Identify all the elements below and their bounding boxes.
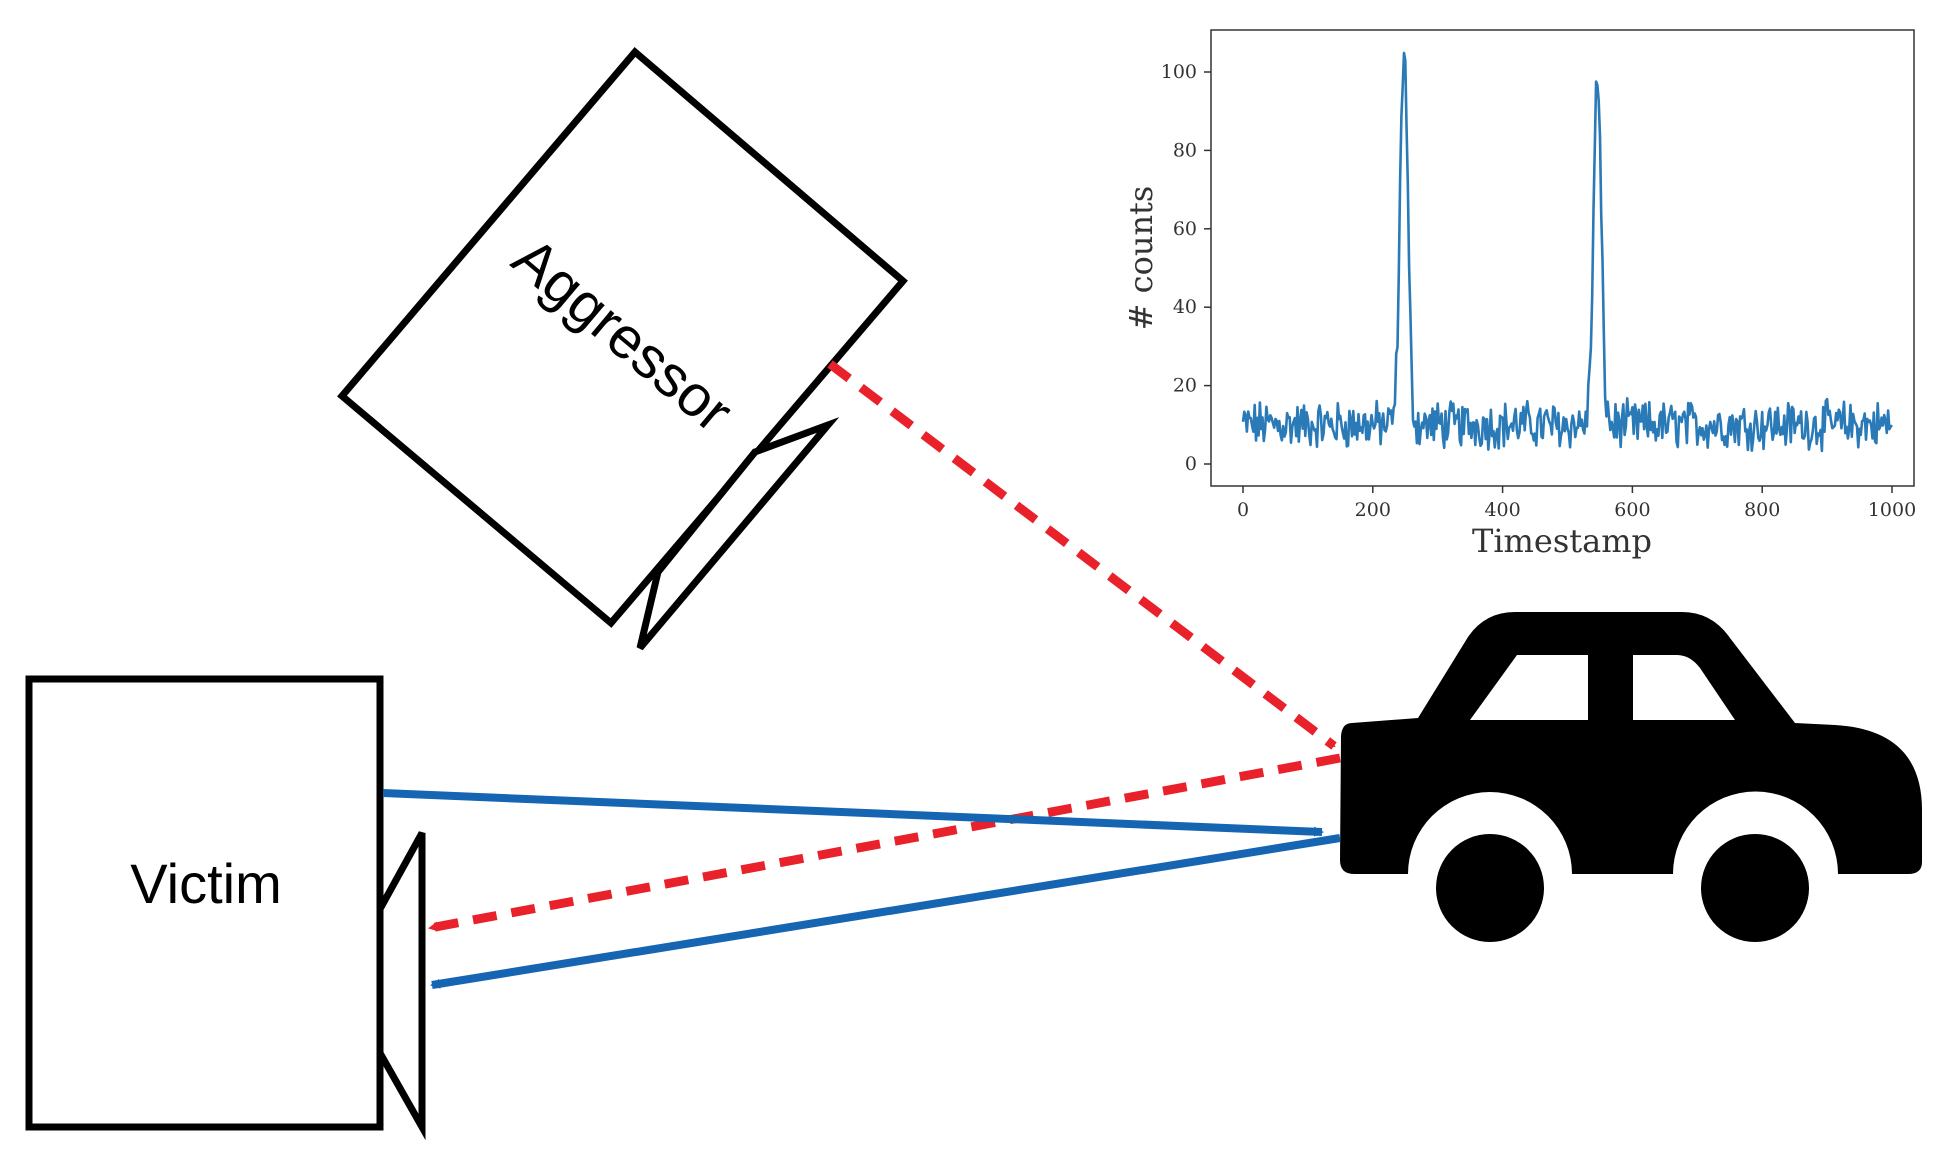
- chart-x-tick-label: 800: [1744, 499, 1780, 521]
- chart-x-ticks: 0 200 400 600 800 1000: [1237, 486, 1916, 521]
- car-window-front: [1633, 655, 1735, 720]
- car-icon: [1340, 612, 1922, 942]
- victim-label: Victim: [130, 852, 281, 915]
- chart-x-tick-label: 200: [1355, 499, 1391, 521]
- aggressor-device: Aggressor: [337, 47, 908, 651]
- victim-emit-ray: [382, 789, 1324, 837]
- car-window-rear: [1470, 655, 1588, 720]
- victim-device: Victim: [25, 675, 426, 1141]
- chart-series-line: [1241, 51, 1893, 453]
- car-wheel-front: [1701, 834, 1809, 942]
- chart-frame: [1210, 29, 1915, 487]
- car-body: [1340, 612, 1922, 874]
- chart-x-tick-label: 400: [1484, 499, 1520, 521]
- aggressor-lens: [636, 417, 840, 651]
- chart-y-tick-label: 60: [1173, 218, 1197, 240]
- chart-y-tick-label: 0: [1185, 453, 1197, 475]
- signal-rays: [382, 360, 1341, 989]
- chart-x-tick-label: 0: [1237, 499, 1249, 521]
- chart-y-tick-label: 100: [1161, 61, 1197, 83]
- attack-ray-to-car: [827, 360, 1337, 750]
- aggressor-box: [337, 47, 908, 628]
- chart-y-ticks: 0 20 40 60 80 100: [1161, 61, 1211, 475]
- car-wheel-rear: [1436, 834, 1544, 942]
- car-echo-ray: [430, 834, 1341, 989]
- signal-chart: 0 200 400 600 800 1000 0 20 40 60 80 100 Timestamp…: [1122, 29, 1916, 560]
- chart-x-tick-label: 1000: [1868, 499, 1916, 521]
- chart-y-axis-label: # counts: [1122, 186, 1160, 331]
- attack-ray-to-victim: [428, 753, 1341, 933]
- chart-y-tick-label: 80: [1173, 139, 1197, 161]
- chart-y-tick-label: 20: [1173, 375, 1197, 397]
- victim-lens: [376, 831, 426, 1141]
- chart-x-tick-label: 600: [1614, 499, 1650, 521]
- chart-y-tick-label: 40: [1173, 296, 1197, 318]
- victim-box: [25, 675, 384, 1131]
- chart-x-axis-label: Timestamp: [1472, 522, 1652, 560]
